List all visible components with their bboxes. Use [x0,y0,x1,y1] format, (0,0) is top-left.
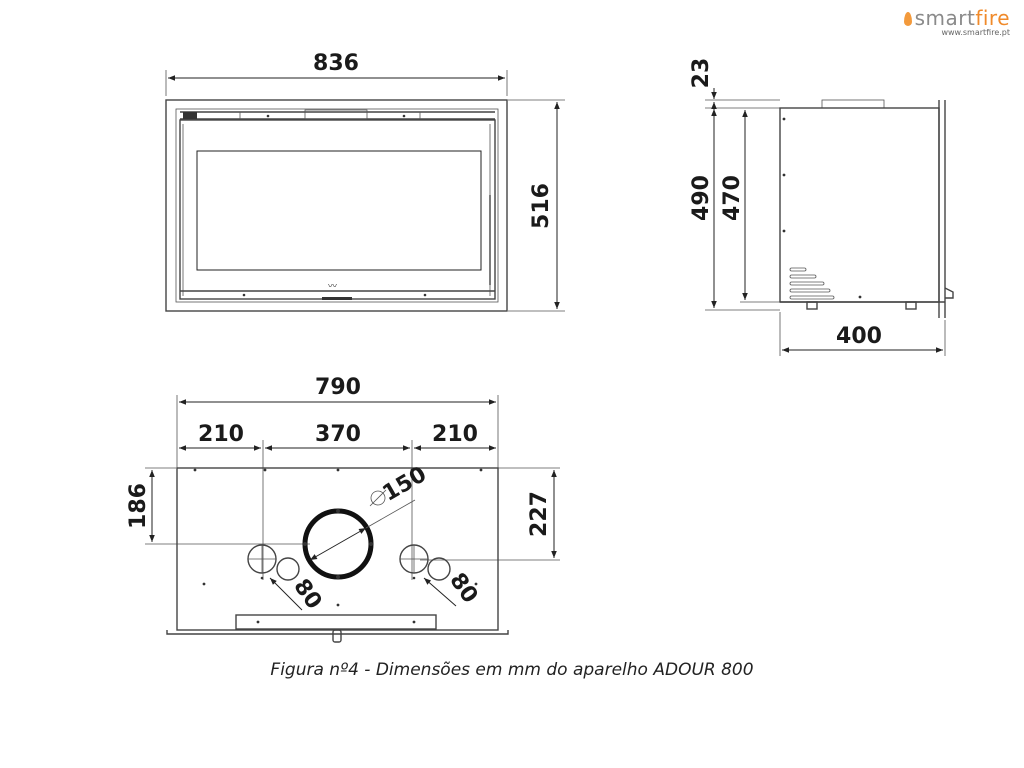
top-right-segment-label: 210 [432,422,478,447]
right-air-inlet-label: 80 [444,569,482,608]
side-vent-slots [789,267,835,300]
flue-diameter-label: 150 [379,462,431,507]
side-top-offset-label: 23 [689,58,714,89]
side-depth-label: 400 [836,324,882,349]
front-height-label: 516 [529,183,554,229]
left-air-inlet-label: 80 [288,575,326,614]
top-middle-segment-label: 370 [315,422,361,447]
top-total-width-label: 790 [315,375,361,400]
top-left-depth-label: 186 [126,483,151,529]
front-width-label: 836 [313,51,359,76]
brand-name: smartfire [903,6,1010,30]
side-total-height-label: 490 [689,175,714,221]
side-view: 23 490 470 400 [689,58,954,356]
flame-icon [903,12,912,26]
top-left-segment-label: 210 [198,422,244,447]
top-view: 790 210 370 210 186 227 [126,375,560,643]
top-right-depth-label: 227 [527,491,552,537]
front-emblem-mark: 〰 [328,282,337,292]
front-view: 836 516 〰 [165,51,565,312]
side-inner-height-label: 470 [720,175,745,221]
brand-url: www.smartfire.pt [941,28,1010,37]
brand-logo: smartfire www.smartfire.pt [903,6,1010,37]
figure-caption: Figura nº4 - Dimensões em mm do aparelho… [270,660,754,680]
